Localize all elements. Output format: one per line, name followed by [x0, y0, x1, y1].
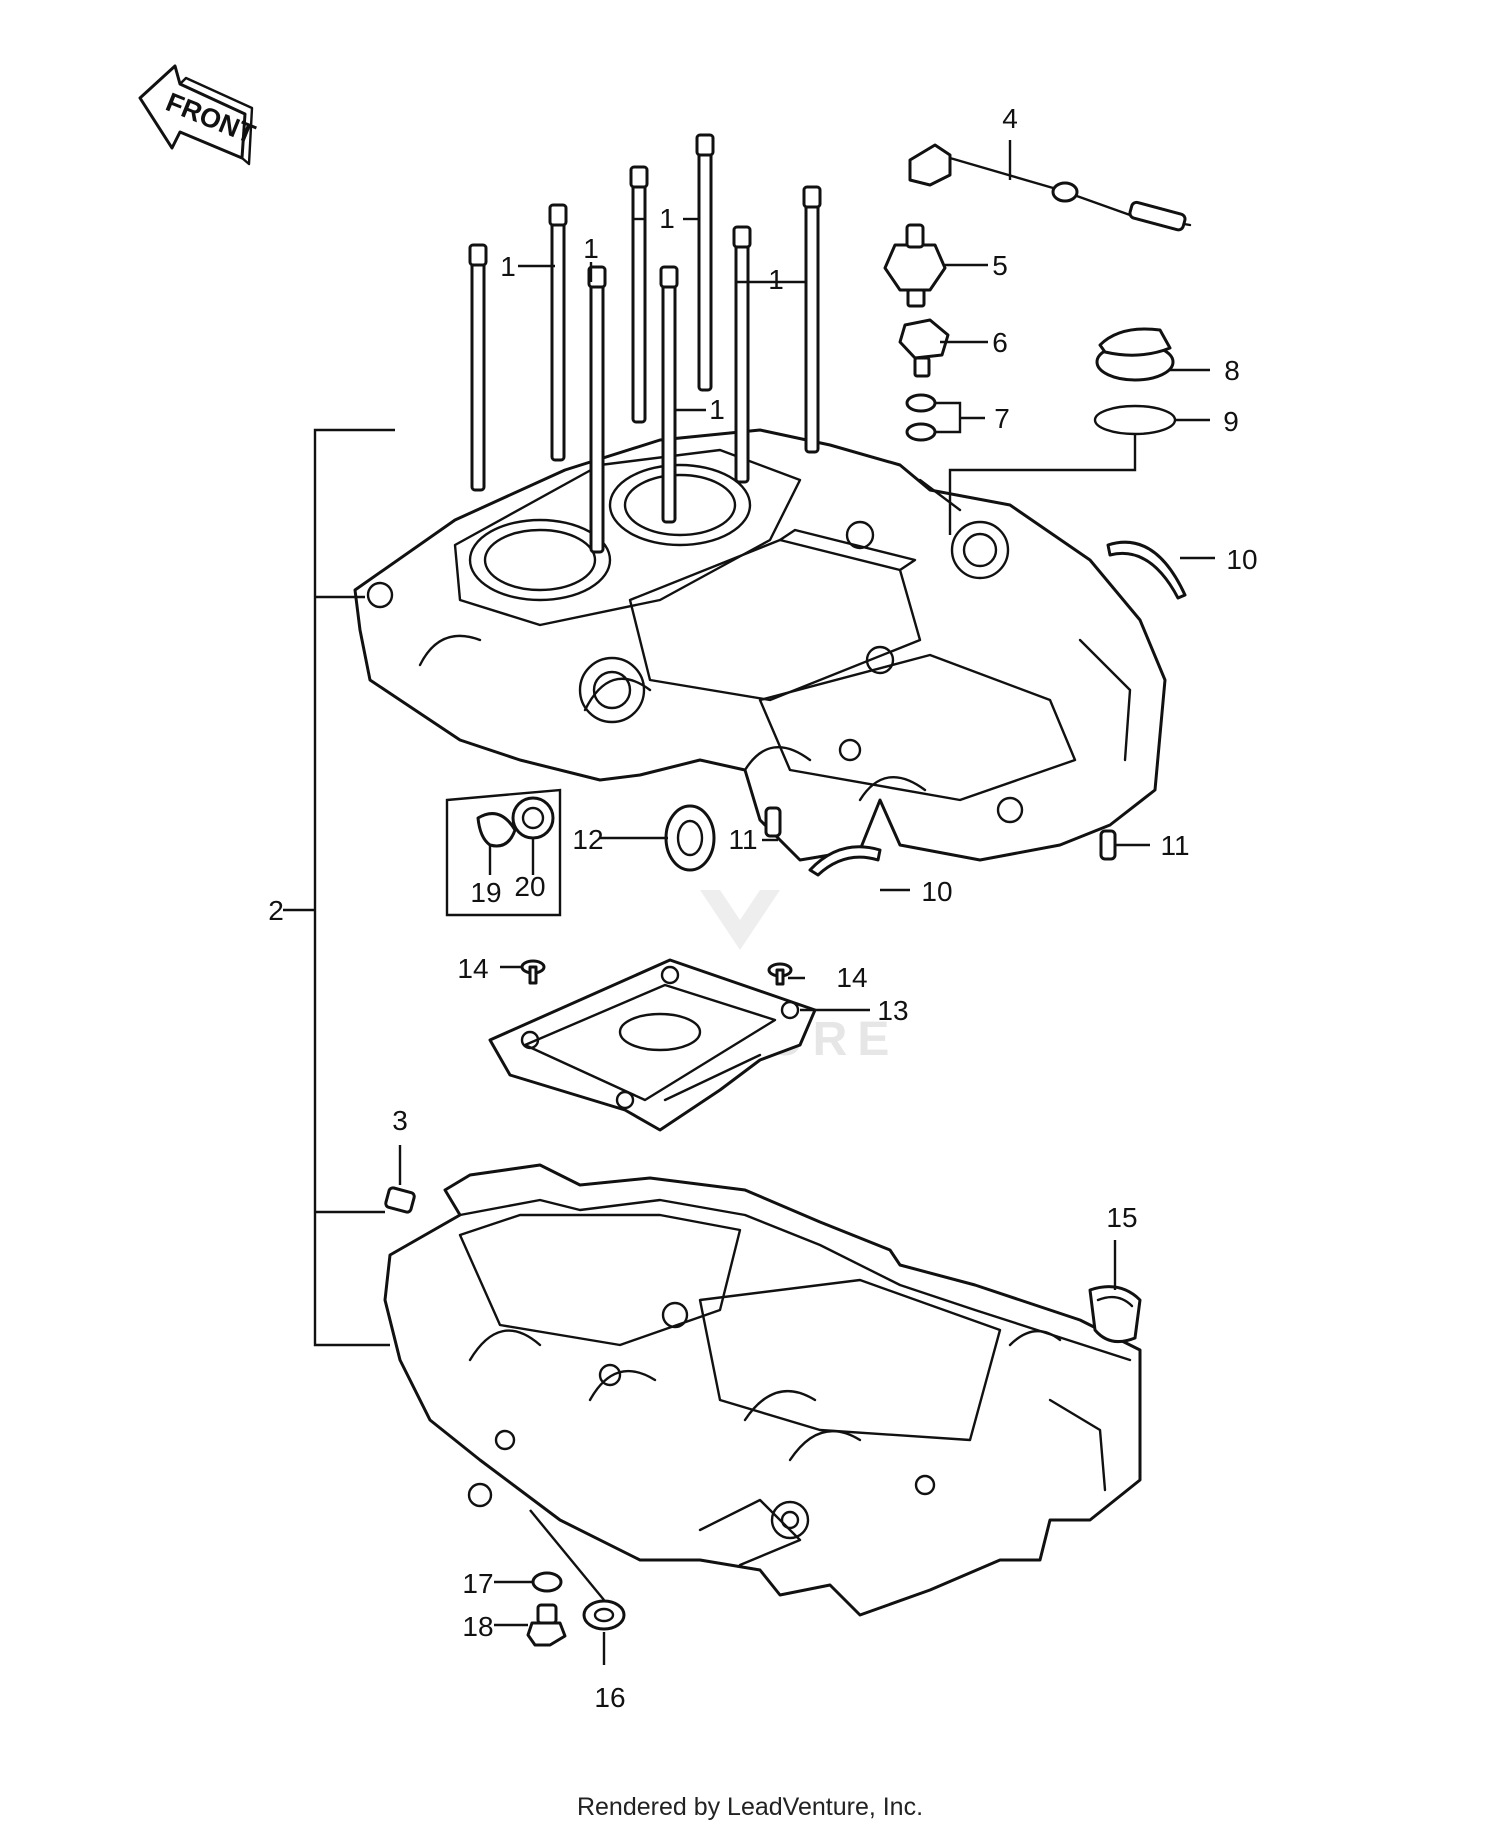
callout-9: 9 [1223, 406, 1239, 437]
footer-credit: Rendered by LeadVenture, Inc. [576, 1793, 924, 1821]
callout-3: 3 [392, 1105, 408, 1136]
plug [384, 1186, 416, 1214]
screws [520, 959, 793, 986]
callout-1a: 1 [500, 251, 516, 282]
callout-1e: 1 [709, 394, 725, 425]
oil-seal [664, 804, 716, 872]
callout-18: 18 [462, 1611, 493, 1642]
oil-pressure-switch [883, 223, 947, 308]
callout-10b: 10 [921, 876, 952, 907]
callout-10a: 10 [1226, 544, 1257, 575]
callout-numbers: 1 1 1 1 1 2 3 4 5 6 7 8 9 10 10 11 11 12… [268, 103, 1257, 1713]
callout-12: 12 [572, 824, 603, 855]
upper-crankcase [353, 428, 1167, 862]
callout-5: 5 [992, 250, 1008, 281]
callout-1c: 1 [659, 203, 675, 234]
front-arrow: FRONT [138, 64, 260, 166]
callout-1d: 1 [768, 264, 784, 295]
drain-oil-seal [582, 1599, 626, 1631]
callout-14b: 14 [457, 953, 488, 984]
leader-lines [283, 140, 1215, 1665]
oil-filler-cap [1095, 327, 1175, 382]
drain-bolt [526, 1603, 567, 1647]
switch-adapter [898, 318, 950, 378]
o-ring [1093, 404, 1177, 436]
breather-cover [488, 958, 817, 1132]
callout-19: 19 [470, 877, 501, 908]
dowel-pin-a [764, 806, 782, 838]
callout-1b: 1 [583, 233, 599, 264]
seal-group [445, 788, 562, 917]
callout-6: 6 [992, 327, 1008, 358]
callout-4: 4 [1002, 103, 1018, 134]
washers [905, 393, 937, 442]
stud-bolts [468, 133, 822, 554]
callout-20: 20 [514, 871, 545, 902]
half-ring-upper [1106, 540, 1187, 600]
callout-17: 17 [462, 1568, 493, 1599]
dowel-pin-b [1099, 829, 1117, 861]
callout-11b: 11 [1160, 830, 1189, 861]
clamp [1088, 1285, 1142, 1344]
callout-8: 8 [1224, 355, 1240, 386]
callout-7: 7 [994, 403, 1010, 434]
lower-crankcase [383, 1163, 1142, 1617]
callout-16: 16 [594, 1682, 625, 1713]
callout-15: 15 [1106, 1202, 1137, 1233]
callout-13: 13 [877, 995, 908, 1026]
callout-14a: 14 [836, 962, 867, 993]
half-ring-lower [808, 845, 882, 877]
drain-washer [531, 1571, 563, 1593]
oil-pressure-switch-lead [908, 143, 1192, 232]
callout-2: 2 [268, 895, 284, 926]
callout-11a: 11 [728, 824, 757, 855]
